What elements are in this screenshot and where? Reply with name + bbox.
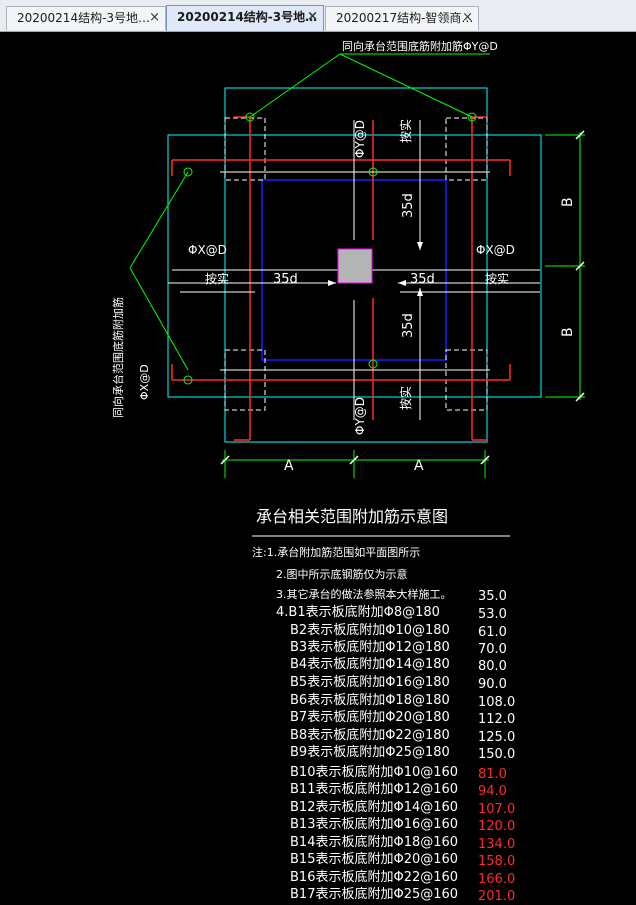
horizontal-rebars — [171, 159, 511, 381]
note-line: 3.其它承台的做法参照本大样施工。 — [276, 587, 452, 601]
note-line: 注:1.承台附加筋范围如平面图所示 — [252, 545, 420, 559]
cad-drawing-canvas[interactable]: 同向承台范围底筋附加筋ΦY@D 同向承台范围底筋附加筋 ΦX@D ΦY@D ΦY… — [0, 32, 636, 905]
vertical-rebars — [234, 116, 488, 441]
close-icon[interactable]: × — [462, 10, 473, 25]
rebar-y-bottom-label: ΦY@D — [353, 397, 367, 435]
left-note-label: 同向承台范围底筋附加筋 — [111, 297, 125, 418]
value-cell: 158.0 — [478, 854, 515, 869]
note-line: B10表示板底附加Φ10@160 — [290, 764, 458, 780]
tab-label: 20200214结构-3号地… — [177, 10, 318, 24]
value-cell: 70.0 — [478, 642, 507, 657]
value-cell: 90.0 — [478, 677, 507, 692]
value-cell: 150.0 — [478, 747, 515, 762]
anchor-label-bottom: 按实 — [398, 386, 413, 410]
rebar-dot-markers — [183, 112, 477, 385]
note-line: B17表示板底附加Φ25@160 — [290, 886, 458, 902]
value-cell: 134.0 — [478, 837, 515, 852]
column — [337, 248, 373, 284]
values-column: 35.0 53.0 61.0 70.0 80.0 90.0 108.0 112.0 125.0 1… — [478, 589, 515, 904]
dim-a-left: A — [284, 458, 294, 474]
tab-drawing-3[interactable]: 20200217结构-智领商… × — [325, 6, 479, 30]
tab-drawing-1[interactable]: 20200214结构-3号地… × — [6, 6, 166, 30]
value-cell: 81.0 — [478, 767, 507, 782]
note-line: 4.B1表示板底附加Φ8@180 — [276, 604, 440, 620]
rebar-y-top-label: ΦY@D — [353, 120, 367, 158]
note-line: B15表示板底附加Φ20@160 — [290, 851, 458, 867]
tab-bar: 20200214结构-3号地… × 20200214结构-3号地… × 2020… — [0, 0, 636, 32]
tab-drawing-2[interactable]: 20200214结构-3号地… × — [166, 5, 324, 31]
dimension-ticks — [220, 130, 585, 465]
anchor-label-top: 按实 — [398, 119, 413, 143]
lap-35d-left: 35d — [273, 272, 298, 287]
note-line: B16表示板底附加Φ22@160 — [290, 869, 458, 885]
notes-block: 注:1.承台附加筋范围如平面图所示 2.图中所示底钢筋仅为示意 3.其它承台的做法参… — [252, 545, 458, 902]
value-cell: 112.0 — [478, 712, 515, 727]
anchor-label-right: 按实 — [485, 271, 509, 286]
note-line: B13表示板底附加Φ16@160 — [290, 816, 458, 832]
value-cell: 53.0 — [478, 607, 507, 622]
value-cell: 80.0 — [478, 659, 507, 674]
value-cell: 120.0 — [478, 819, 515, 834]
note-line: B2表示板底附加Φ10@180 — [290, 622, 450, 638]
note-line: B11表示板底附加Φ12@160 — [290, 781, 458, 797]
close-icon[interactable]: × — [307, 9, 318, 24]
note-line: B7表示板底附加Φ20@180 — [290, 709, 450, 725]
note-line: B6表示板底附加Φ18@180 — [290, 692, 450, 708]
value-cell: 108.0 — [478, 695, 515, 710]
close-icon[interactable]: × — [149, 10, 160, 25]
note-line: B5表示板底附加Φ16@180 — [290, 674, 450, 690]
guide-lines — [168, 120, 540, 420]
anchor-label-left: 按实 — [205, 271, 229, 286]
note-line: B9表示板底附加Φ25@180 — [290, 744, 450, 760]
dim-a-right: A — [414, 458, 424, 474]
value-cell: 61.0 — [478, 625, 507, 640]
value-cell: 107.0 — [478, 802, 515, 817]
value-cell: 201.0 — [478, 889, 515, 904]
left-note-rebar-label: ΦX@D — [138, 364, 151, 400]
lap-arrows — [328, 242, 423, 296]
drawing-title: 承台相关范围附加筋示意图 — [256, 507, 448, 526]
lap-35d-bottom: 35d — [401, 313, 416, 338]
value-cell: 35.0 — [478, 589, 507, 604]
dimension-lines — [222, 132, 585, 478]
value-cell: 166.0 — [478, 872, 515, 887]
rebar-x-right-label: ΦX@D — [476, 243, 515, 257]
note-line: B8表示板底附加Φ22@180 — [290, 727, 450, 743]
note-line: B12表示板底附加Φ14@160 — [290, 799, 458, 815]
leader-lines — [129, 53, 490, 371]
note-line: B3表示板底附加Φ12@180 — [290, 639, 450, 655]
note-line: 2.图中所示底钢筋仅为示意 — [276, 567, 408, 581]
note-line: B14表示板底附加Φ18@160 — [290, 834, 458, 850]
dim-b-top: B — [560, 197, 576, 207]
lap-35d-top: 35d — [401, 193, 416, 218]
tab-label: 20200217结构-智领商… — [336, 11, 474, 25]
rebar-x-left-label: ΦX@D — [188, 243, 227, 257]
note-line: B4表示板底附加Φ14@180 — [290, 656, 450, 672]
tab-label: 20200214结构-3号地… — [17, 11, 151, 25]
dim-b-bottom: B — [560, 327, 576, 337]
top-note-label: 同向承台范围底筋附加筋ΦY@D — [342, 39, 498, 53]
lap-35d-right: 35d — [410, 272, 435, 287]
value-cell: 94.0 — [478, 784, 507, 799]
value-cell: 125.0 — [478, 730, 515, 745]
